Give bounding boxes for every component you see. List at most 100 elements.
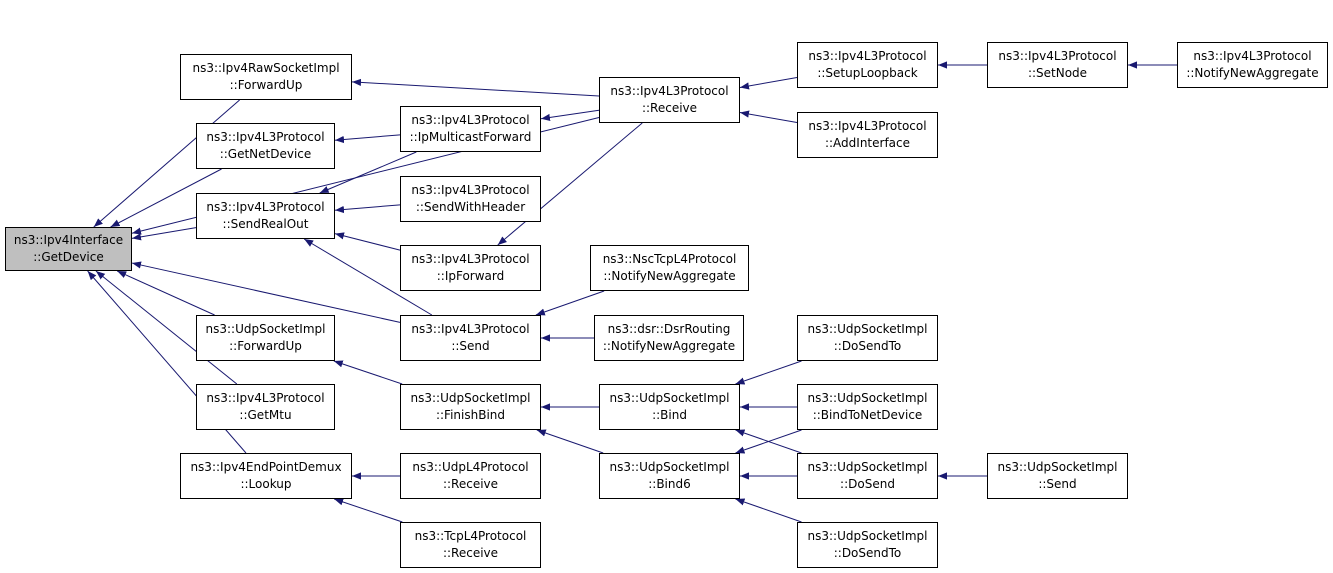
edge-udp_bindtonetdevice-to-udp_bind6 — [735, 429, 802, 454]
node-line2: ::Receive — [442, 477, 499, 491]
node-line2: ::NotifyNewAggregate — [602, 339, 736, 353]
node-line2: ::ForwardUp — [229, 78, 303, 92]
node-l3-sendwithheader[interactable]: ns3::Ipv4L3Protocol ::SendWithHeader — [400, 176, 541, 222]
edge-nsc_notify-to-l3_send — [535, 290, 605, 316]
edge-l3_getnetdevice-to-getdevice — [110, 168, 222, 228]
node-line2: ::GetMtu — [239, 408, 292, 422]
edge-l3_sendwithheader-to-l3_sendrealout — [334, 204, 401, 214]
node-l3-setnode[interactable]: ns3::Ipv4L3Protocol ::SetNode — [987, 42, 1128, 88]
node-line2: ::FinishBind — [435, 408, 506, 422]
node-line2: ::ForwardUp — [229, 339, 302, 353]
edge-l3_setuploopback-to-l3_receive — [739, 76, 798, 90]
node-line1: ns3::Ipv4L3Protocol — [610, 84, 729, 98]
node-udp-send[interactable]: ns3::UdpSocketImpl ::Send — [987, 453, 1128, 499]
node-l3-receive[interactable]: ns3::Ipv4L3Protocol ::Receive — [599, 77, 740, 123]
node-line1: ns3::UdpL4Protocol — [412, 460, 529, 474]
node-line2: ::IpMulticastForward — [409, 130, 532, 144]
node-line1: ns3::Ipv4RawSocketImpl — [192, 61, 340, 75]
node-line2: ::SetupLoopback — [817, 66, 918, 80]
node-tcpl4-receive[interactable]: ns3::TcpL4Protocol ::Receive — [400, 522, 541, 568]
edge-l3_send-to-l3_sendrealout — [303, 238, 433, 316]
edge-tcpl4_receive-to-epd_lookup — [334, 498, 403, 523]
node-line1: ns3::Ipv4L3Protocol — [808, 119, 927, 133]
node-line2: ::SetNode — [1027, 66, 1088, 80]
node-l3-ipmulticastforward[interactable]: ns3::Ipv4L3Protocol ::IpMulticastForward — [400, 106, 541, 152]
node-line2: ::GetDevice — [33, 250, 104, 264]
node-udp-bind6[interactable]: ns3::UdpSocketImpl ::Bind6 — [599, 453, 740, 499]
edge-udp_dosendto_1-to-udp_bind — [735, 360, 802, 385]
edge-l3_send-to-getdevice — [131, 261, 401, 323]
node-line1: ns3::Ipv4L3Protocol — [998, 49, 1117, 63]
node-line2: ::SendRealOut — [222, 217, 309, 231]
node-l3-setuploopback[interactable]: ns3::Ipv4L3Protocol ::SetupLoopback — [797, 42, 938, 88]
node-udp-finishbind[interactable]: ns3::UdpSocketImpl ::FinishBind — [400, 384, 541, 430]
node-line1: ns3::UdpSocketImpl — [807, 460, 928, 474]
node-epd-lookup[interactable]: ns3::Ipv4EndPointDemux ::Lookup — [180, 453, 352, 499]
node-line2: ::Bind — [652, 408, 687, 422]
node-line2: ::Bind6 — [648, 477, 691, 491]
node-line2: ::Receive — [442, 546, 499, 560]
node-line1: ns3::TcpL4Protocol — [414, 529, 527, 543]
node-line1: ns3::UdpSocketImpl — [410, 391, 531, 405]
node-l3-getmtu[interactable]: ns3::Ipv4L3Protocol ::GetMtu — [196, 384, 335, 430]
node-l3-ipforward[interactable]: ns3::Ipv4L3Protocol ::IpForward — [400, 245, 541, 291]
node-nsc-notify[interactable]: ns3::NscTcpL4Protocol ::NotifyNewAggrega… — [590, 245, 749, 291]
node-line1: ns3::UdpSocketImpl — [609, 460, 730, 474]
node-line2: ::GetNetDevice — [219, 147, 312, 161]
node-line1: ns3::Ipv4L3Protocol — [411, 113, 530, 127]
node-line1: ns3::Ipv4EndPointDemux — [190, 460, 342, 474]
edge-l3_addinterface-to-l3_receive — [739, 110, 798, 124]
edge-l3_ipforward-to-l3_sendrealout — [334, 232, 401, 251]
edge-udp_dosendto_2-to-udp_bind6 — [735, 498, 802, 523]
node-line1: ns3::UdpSocketImpl — [997, 460, 1118, 474]
node-rawsocket-forwardup[interactable]: ns3::Ipv4RawSocketImpl ::ForwardUp — [180, 54, 352, 100]
node-line1: ns3::Ipv4L3Protocol — [411, 183, 530, 197]
edge-l3_getmtu-to-getdevice — [95, 270, 238, 385]
node-getdevice: ns3::Ipv4Interface ::GetDevice — [5, 227, 132, 271]
edge-l3_sendrealout-to-getdevice — [131, 227, 197, 241]
node-udp-forwardup[interactable]: ns3::UdpSocketImpl ::ForwardUp — [196, 315, 335, 361]
node-line1: ns3::Ipv4L3Protocol — [1193, 49, 1312, 63]
node-line2: ::Send — [1038, 477, 1077, 491]
node-l3-notifynewaggregate[interactable]: ns3::Ipv4L3Protocol ::NotifyNewAggregate — [1177, 42, 1328, 88]
edge-udp_bind6-to-udp_finishbind — [536, 429, 604, 454]
node-line1: ns3::Ipv4L3Protocol — [206, 130, 325, 144]
node-l3-getnetdevice[interactable]: ns3::Ipv4L3Protocol ::GetNetDevice — [196, 123, 335, 169]
node-line2: ::DoSend — [840, 477, 895, 491]
node-line2: ::BindToNetDevice — [812, 408, 923, 422]
node-udp-dosend[interactable]: ns3::UdpSocketImpl ::DoSend — [797, 453, 938, 499]
node-line1: ns3::UdpSocketImpl — [609, 391, 730, 405]
node-udp-bind[interactable]: ns3::UdpSocketImpl ::Bind — [599, 384, 740, 430]
node-udp-bindtonetdevice[interactable]: ns3::UdpSocketImpl ::BindToNetDevice — [797, 384, 938, 430]
node-udpl4-receive[interactable]: ns3::UdpL4Protocol ::Receive — [400, 453, 541, 499]
node-l3-send[interactable]: ns3::Ipv4L3Protocol ::Send — [400, 315, 541, 361]
edge-l3_receive-to-l3_ipmulticastforward — [540, 109, 600, 121]
edge-udp_finishbind-to-udp_forwardup — [333, 360, 403, 385]
node-line2: ::Receive — [641, 101, 698, 115]
node-line2: ::Lookup — [240, 477, 292, 491]
node-dsr-notify[interactable]: ns3::dsr::DsrRouting ::NotifyNewAggregat… — [594, 315, 744, 361]
node-l3-sendrealout[interactable]: ns3::Ipv4L3Protocol ::SendRealOut — [196, 193, 335, 239]
node-line2: ::SendWithHeader — [415, 200, 526, 214]
edge-l3_ipmulticastforward-to-l3_getnetdevice — [334, 134, 401, 144]
node-udp-dosendto-1[interactable]: ns3::UdpSocketImpl ::DoSendTo — [797, 315, 938, 361]
edge-l3_receive-to-rawsocket_forwardup — [351, 78, 600, 97]
node-line2: ::NotifyNewAggregate — [1186, 66, 1319, 80]
node-line1: ns3::Ipv4L3Protocol — [411, 252, 530, 266]
node-line1: ns3::Ipv4L3Protocol — [206, 391, 325, 405]
node-line1: ns3::UdpSocketImpl — [807, 391, 928, 405]
edge-l3_receive-to-l3_ipforward — [497, 122, 643, 246]
node-line1: ns3::UdpSocketImpl — [807, 322, 928, 336]
edge-l3_ipmulticastforward-to-l3_sendrealout — [319, 151, 417, 194]
node-line2: ::AddInterface — [824, 136, 911, 150]
node-line1: ns3::NscTcpL4Protocol — [602, 252, 737, 266]
edge-rawsocket_forwardup-to-getdevice — [93, 99, 240, 228]
node-l3-addinterface[interactable]: ns3::Ipv4L3Protocol ::AddInterface — [797, 112, 938, 158]
node-line2: ::Send — [451, 339, 490, 353]
node-line1: ns3::Ipv4Interface — [13, 233, 124, 247]
node-line1: ns3::dsr::DsrRouting — [607, 322, 731, 336]
node-line1: ns3::Ipv4L3Protocol — [411, 322, 530, 336]
node-udp-dosendto-2[interactable]: ns3::UdpSocketImpl ::DoSendTo — [797, 522, 938, 568]
edge-udp_forwardup-to-getdevice — [116, 270, 215, 316]
